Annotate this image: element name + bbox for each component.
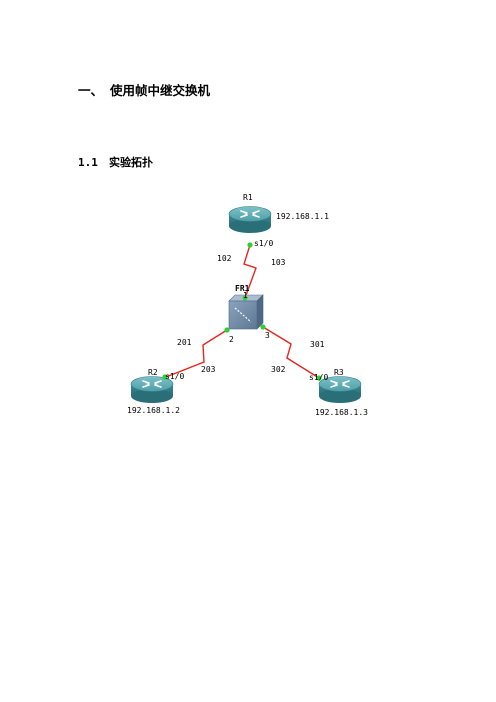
dlci-103: 103	[271, 258, 286, 267]
serial-link-r1-fr1	[243, 244, 257, 299]
router-r1-port: s1/0	[254, 239, 273, 248]
subsection-number: 1.1	[78, 155, 98, 169]
section-heading: 一、 使用帧中继交换机	[78, 80, 210, 99]
router-r2-ip: 192.168.1.2	[127, 406, 180, 415]
switch-port-3: 3	[265, 331, 270, 340]
router-r3-port: s1/0	[309, 373, 328, 382]
router-r3-name: R3	[334, 368, 344, 377]
switch-port-2: 2	[229, 335, 234, 344]
router-r3-ip: 192.168.1.3	[315, 408, 368, 417]
port-dot-r2	[162, 374, 168, 380]
section-number: 一、	[78, 83, 104, 98]
dlci-203: 203	[201, 365, 216, 374]
router-r1-icon[interactable]	[228, 205, 272, 234]
serial-link-fr1-r3	[262, 326, 320, 379]
router-r2-name: R2	[148, 368, 158, 377]
switch-fr1-name: FR1	[235, 284, 250, 293]
port-dot-fr1-3	[260, 324, 266, 330]
router-r2-port: s1/0	[165, 372, 184, 381]
frame-relay-switch-icon[interactable]	[228, 294, 264, 330]
subsection-heading: 1.1 实验拓扑	[78, 154, 153, 170]
dlci-102: 102	[217, 254, 232, 263]
section-title: 使用帧中继交换机	[110, 83, 211, 98]
router-r1-ip: 192.168.1.1	[276, 212, 329, 221]
dlci-302: 302	[271, 365, 286, 374]
dlci-201: 201	[177, 338, 192, 347]
subsection-title: 实验拓扑	[109, 156, 153, 169]
switch-port-1: 1	[243, 291, 248, 300]
port-dot-r1	[247, 242, 253, 248]
serial-link-fr1-r2	[165, 329, 228, 378]
port-dot-fr1-2	[224, 327, 230, 333]
dlci-301: 301	[310, 340, 325, 349]
port-dot-r3	[316, 375, 322, 381]
port-dot-fr1-1	[242, 295, 248, 301]
router-r1-name: R1	[243, 193, 253, 202]
